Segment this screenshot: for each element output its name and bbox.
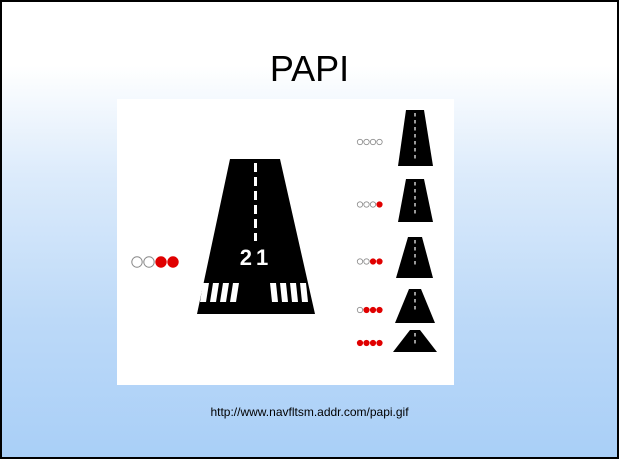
red-light xyxy=(376,339,383,347)
papi-variant xyxy=(356,179,433,222)
red-light xyxy=(369,258,377,265)
white-light xyxy=(363,258,370,265)
white-light xyxy=(356,258,364,265)
white-light xyxy=(356,201,364,208)
white-light xyxy=(131,256,143,268)
papi-figure: 21 xyxy=(117,99,454,385)
red-light xyxy=(167,256,179,268)
variant-runway xyxy=(398,110,433,166)
centerline-dashes xyxy=(254,163,257,241)
variant-runway xyxy=(398,179,433,222)
slide-title: PAPI xyxy=(269,48,350,89)
white-light xyxy=(376,138,383,146)
red-light xyxy=(155,256,167,268)
white-light xyxy=(369,201,377,208)
white-light xyxy=(363,201,370,208)
main-runway: 21 xyxy=(197,159,315,314)
papi-variants xyxy=(356,110,437,352)
papi-variant xyxy=(356,237,433,278)
red-light xyxy=(376,258,383,265)
red-light xyxy=(376,201,383,208)
red-light xyxy=(356,339,364,347)
white-light xyxy=(143,256,155,268)
papi-variant xyxy=(356,110,433,166)
white-light xyxy=(356,306,364,314)
red-light xyxy=(376,306,383,314)
threshold-bars xyxy=(200,283,308,302)
red-light xyxy=(369,306,377,314)
papi-variant xyxy=(356,289,435,323)
papi-diagram: 21 xyxy=(131,110,437,352)
red-light xyxy=(363,339,370,347)
white-light xyxy=(369,138,377,146)
red-light xyxy=(363,306,370,314)
papi-variant xyxy=(356,330,437,352)
image-source-caption: http://www.navfltsm.addr.com/papi.gif xyxy=(210,405,409,419)
main-papi-lights xyxy=(131,256,179,268)
white-light xyxy=(363,138,370,146)
white-light xyxy=(356,138,364,146)
red-light xyxy=(369,339,377,347)
runway-number: 21 xyxy=(240,245,272,270)
